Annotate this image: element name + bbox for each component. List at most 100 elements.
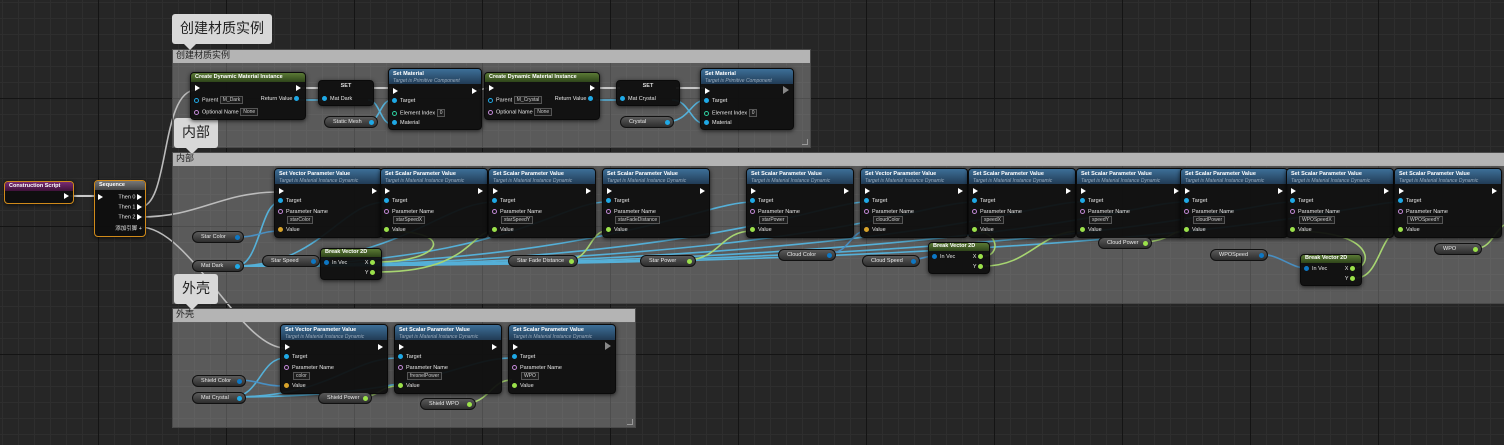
exec-in-pin[interactable] (1081, 188, 1086, 194)
material-pin[interactable]: Material (704, 120, 732, 127)
resize-handle[interactable] (802, 139, 808, 145)
target-pin[interactable]: Target (750, 198, 773, 205)
parameter-name-field[interactable]: starFadeDistance (615, 216, 661, 224)
x-pin[interactable]: X (1345, 266, 1358, 273)
var-star-speed[interactable]: Star Speed (262, 255, 320, 267)
value-pin[interactable]: Value (278, 227, 300, 234)
create-dynamic-material-node[interactable]: Create Dynamic Material Instance Parent … (484, 72, 600, 120)
target-pin[interactable]: Target (384, 198, 407, 205)
value-pin[interactable]: Value (864, 227, 886, 234)
then-2-pin[interactable]: Then 2 (118, 214, 142, 221)
target-pin[interactable]: Target (1398, 198, 1421, 205)
target-pin[interactable]: Target (606, 198, 629, 205)
exec-in-pin[interactable] (493, 188, 498, 194)
sequence-node[interactable]: Sequence Then 0 Then 1 Then 2 添加引脚 + (94, 180, 146, 237)
var-wpo[interactable]: WPO (1434, 243, 1482, 255)
parameter-name-field[interactable]: starColor (287, 216, 314, 224)
target-pin[interactable]: Target (864, 198, 887, 205)
exec-out-pin[interactable] (958, 188, 963, 194)
parameter-name-field[interactable]: speedX (981, 216, 1004, 224)
parameter-name-field[interactable]: speedY (1089, 216, 1112, 224)
parameter-name-field[interactable]: WPO (521, 372, 539, 380)
element-index-pin[interactable]: Element Index 0 (392, 109, 446, 117)
exec-in-pin[interactable] (399, 344, 404, 350)
var-star-fade-distance[interactable]: Star Fade Distance (508, 255, 578, 267)
exec-in-pin[interactable] (195, 85, 200, 91)
parameter-name-field[interactable]: cloudColor (873, 216, 903, 224)
break-vector-2d-node[interactable]: Break Vector 2D In Vec X Y (1300, 254, 1362, 286)
exec-out-pin[interactable] (1384, 188, 1389, 194)
in-vec-pin[interactable]: In Vec (1304, 266, 1327, 273)
in-vec-pin[interactable]: In Vec (932, 254, 955, 261)
break-vector-2d-node[interactable]: Break Vector 2D In Vec X Y (928, 242, 990, 274)
exec-in-pin[interactable] (1185, 188, 1190, 194)
set-mat-dark-node[interactable]: SET Mat Dark (318, 80, 374, 106)
parameter-name-field[interactable]: cloudPower (1193, 216, 1226, 224)
target-pin[interactable]: Target (972, 198, 995, 205)
comment-bubble-shell[interactable]: 外壳 (174, 274, 218, 310)
exec-out-pin[interactable] (492, 344, 497, 350)
exec-in-pin[interactable] (393, 88, 398, 94)
parameter-name-field[interactable]: color (293, 372, 310, 380)
in-vec-pin[interactable]: In Vec (324, 260, 347, 267)
exec-in-pin[interactable] (865, 188, 870, 194)
exec-in-pin[interactable] (285, 344, 290, 350)
var-shield-color[interactable]: Shield Color (192, 375, 246, 387)
value-pin[interactable]: Value (492, 227, 514, 234)
target-pin[interactable]: Target (1184, 198, 1207, 205)
element-index-pin[interactable]: Element Index 0 (704, 109, 758, 117)
parameter-name-field[interactable]: starSpeedY (501, 216, 534, 224)
target-pin[interactable]: Target (392, 98, 415, 105)
var-cloud-power[interactable]: Cloud Power (1098, 237, 1152, 249)
value-pin[interactable]: Value (284, 383, 306, 390)
construction-script-node[interactable]: Construction Script (4, 181, 74, 204)
value-pin[interactable]: Value (1290, 227, 1312, 234)
exec-in-pin[interactable] (513, 344, 518, 350)
value-pin[interactable]: Value (1080, 227, 1102, 234)
value-pin[interactable]: Value (398, 383, 420, 390)
parameter-name-field[interactable]: WPOSpeedX (1299, 216, 1335, 224)
comment-bubble-inner[interactable]: 内部 (174, 118, 218, 154)
target-pin[interactable]: Target (398, 354, 421, 361)
exec-in-pin[interactable] (279, 188, 284, 194)
var-shield-wpo[interactable]: Shield WPO (420, 398, 476, 410)
target-pin[interactable]: Target (1290, 198, 1313, 205)
exec-in-pin[interactable] (98, 194, 103, 200)
value-pin[interactable]: Value (384, 227, 406, 234)
var-static-mesh[interactable]: Static Mesh (324, 116, 378, 128)
exec-out-pin[interactable] (478, 188, 483, 194)
then-0-pin[interactable]: Then 0 (118, 194, 142, 201)
exec-out-pin[interactable] (378, 344, 383, 350)
exec-in-pin[interactable] (973, 188, 978, 194)
target-pin[interactable]: Target (284, 354, 307, 361)
parameter-name-field[interactable]: starSpeedX (393, 216, 426, 224)
resize-handle[interactable] (627, 419, 633, 425)
x-pin[interactable]: X (973, 254, 986, 261)
var-cloud-speed[interactable]: Cloud Speed (862, 255, 920, 267)
parameter-name-field[interactable]: starPower (759, 216, 788, 224)
value-pin[interactable]: Value (512, 383, 534, 390)
exec-out-pin[interactable] (605, 342, 611, 350)
exec-in-pin[interactable] (1291, 188, 1296, 194)
exec-out-pin[interactable] (783, 86, 789, 94)
target-pin[interactable]: Target (278, 198, 301, 205)
exec-out-pin[interactable] (1174, 188, 1179, 194)
